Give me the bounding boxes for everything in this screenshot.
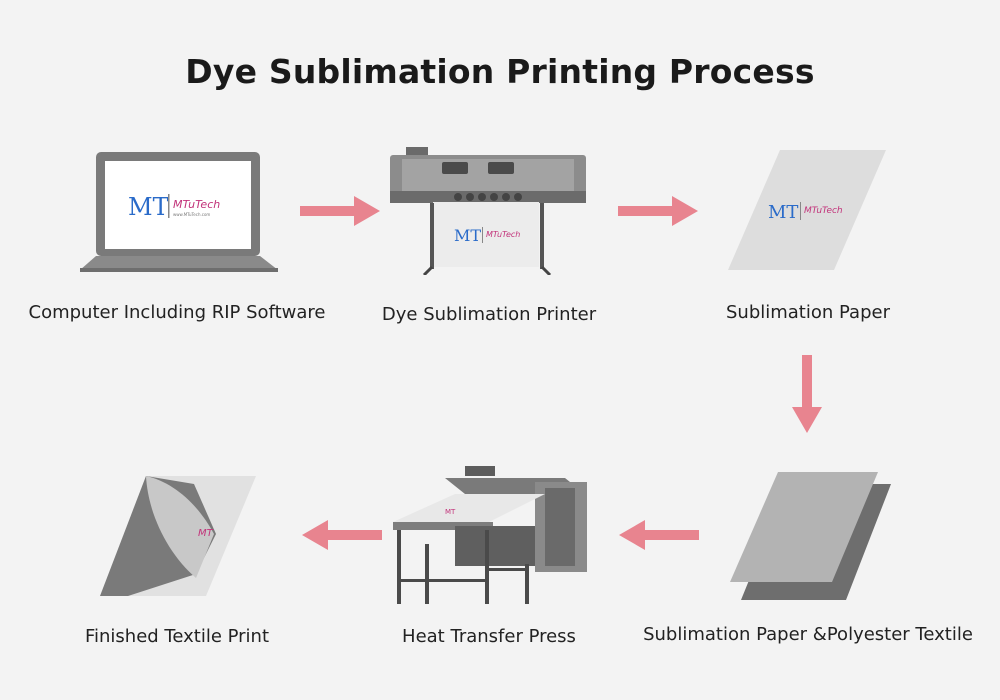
arrow-left-2 bbox=[300, 520, 382, 550]
svg-text:MT: MT bbox=[128, 193, 169, 221]
arrow-right-2 bbox=[618, 196, 700, 226]
svg-text:MTuTech: MTuTech bbox=[486, 230, 520, 239]
svg-text:MT: MT bbox=[445, 508, 456, 516]
finished-print-icon: MT bbox=[98, 474, 258, 599]
arrow-right-1 bbox=[300, 196, 382, 226]
svg-text:MTuTech: MTuTech bbox=[173, 198, 220, 211]
laptop-icon: MT MTuTech www.MTuTech.com bbox=[80, 150, 280, 272]
step-label-computer: Computer Including RIP Software bbox=[28, 302, 326, 323]
step-label-printer: Dye Sublimation Printer bbox=[381, 304, 597, 325]
svg-text:MT: MT bbox=[768, 202, 798, 223]
step-label-finished: Finished Textile Print bbox=[84, 626, 270, 647]
printer-icon: MT MTuTech bbox=[388, 145, 593, 275]
arrow-left-1 bbox=[617, 520, 699, 550]
svg-text:MTuTech: MTuTech bbox=[804, 206, 843, 216]
step-label-press: Heat Transfer Press bbox=[402, 626, 576, 647]
heat-press-icon: MT bbox=[385, 464, 595, 609]
svg-text:MT: MT bbox=[198, 528, 214, 539]
step-label-paper-textile: Sublimation Paper &Polyester Textile bbox=[643, 624, 973, 645]
svg-text:MT: MT bbox=[454, 226, 481, 245]
step-label-paper: Sublimation Paper bbox=[725, 302, 890, 323]
svg-text:www.MTuTech.com: www.MTuTech.com bbox=[173, 212, 210, 217]
page-title: Dye Sublimation Printing Process bbox=[185, 52, 815, 91]
paper-icon: MT MTuTech bbox=[728, 150, 888, 272]
brand-logo: MT MTuTech www.MTuTech.com bbox=[128, 193, 220, 221]
paper-textile-icon bbox=[728, 470, 893, 602]
arrow-down bbox=[792, 355, 822, 435]
